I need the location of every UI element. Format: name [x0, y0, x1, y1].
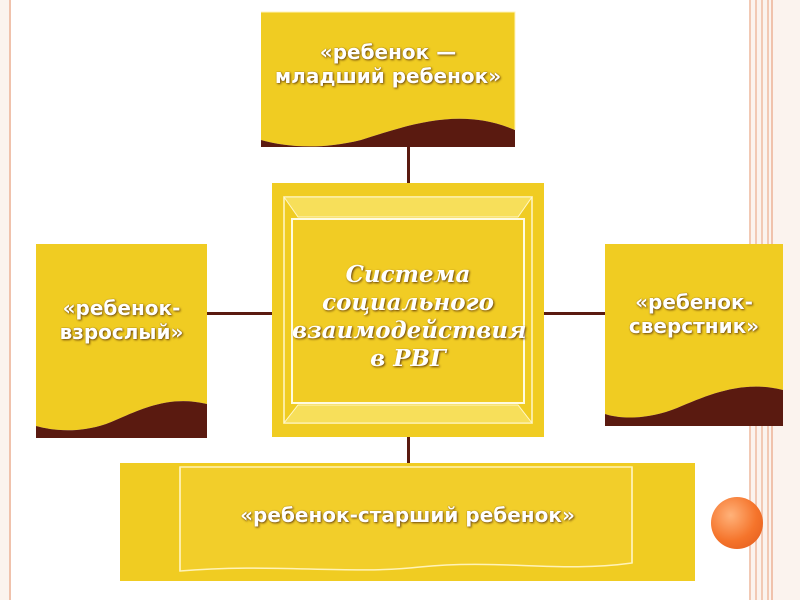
left-box: «ребенок- взрослый»: [36, 244, 207, 438]
left-line-1: «ребенок-: [36, 296, 207, 320]
top-line-1: «ребенок —: [261, 40, 515, 64]
top-line-2: младший ребенок»: [261, 64, 515, 88]
left-line-2: взрослый»: [36, 320, 207, 344]
center-line-4: в РВГ: [292, 345, 524, 373]
center-box: Система социального взаимодействия в РВГ: [272, 183, 544, 437]
center-line-1: Система: [292, 261, 524, 289]
center-line-3: взаимодействия: [292, 317, 524, 345]
bottom-box: «ребенок-старший ребенок»: [120, 463, 695, 581]
right-line-2: сверстник»: [605, 314, 783, 338]
connector-right: [534, 312, 606, 315]
right-line-1: «ребенок-: [605, 290, 783, 314]
decorative-orange-circle: [711, 497, 763, 549]
top-box: «ребенок — младший ребенок»: [261, 12, 515, 147]
center-line-2: социального: [292, 289, 524, 317]
right-box: «ребенок- сверстник»: [605, 244, 783, 426]
bottom-line-1: «ребенок-старший ребенок»: [120, 503, 695, 527]
